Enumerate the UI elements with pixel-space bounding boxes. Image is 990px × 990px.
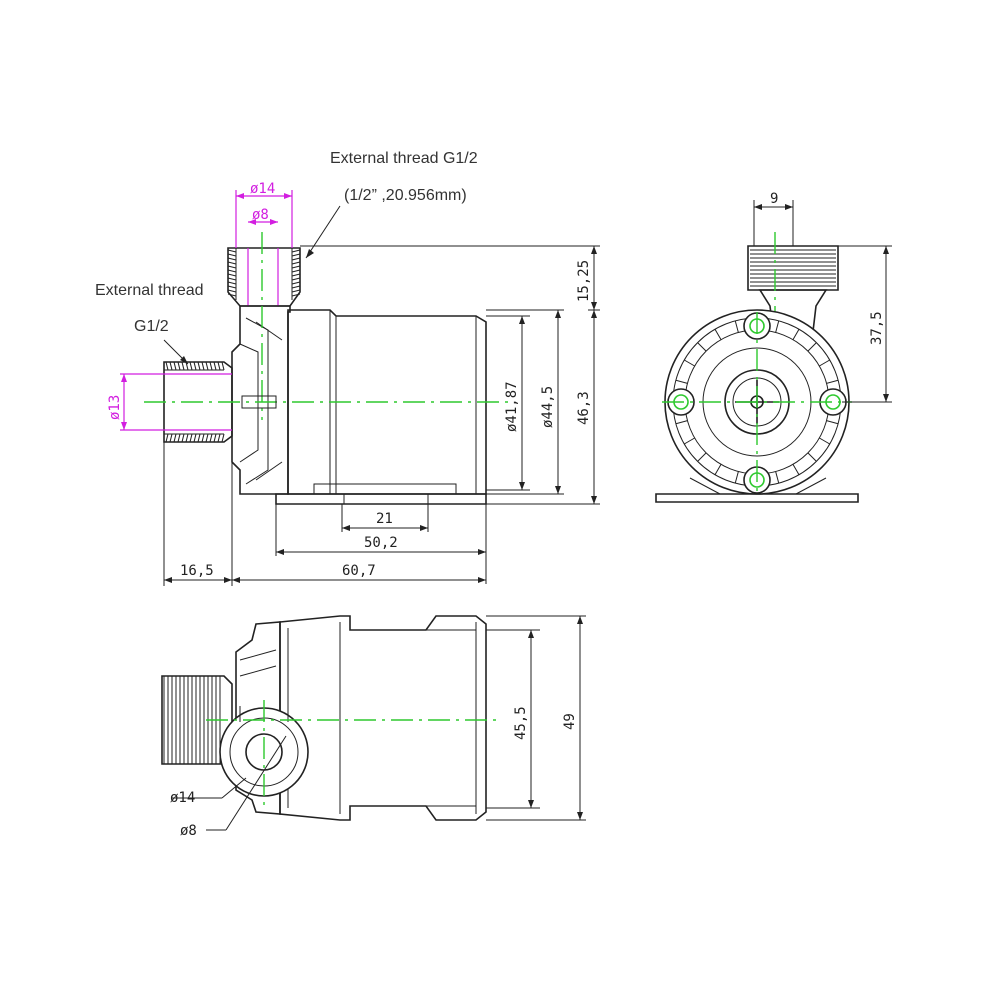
dim-d8-bottom: ø8: [180, 823, 197, 839]
thread-labels: External thread G1/2 (1/2” ,20.956mm) Ex…: [95, 150, 478, 365]
dim-h49: 49: [562, 713, 578, 730]
dim-d41-87: ø41,87: [504, 381, 520, 432]
dim-d14-top: ø14: [250, 181, 275, 197]
dim-d13-left: ø13: [107, 395, 123, 420]
dim-h46-3: 46,3: [576, 391, 592, 425]
label-ext-thread-top-sub: (1/2” ,20.956mm): [344, 187, 467, 204]
dim-d44-5: ø44,5: [540, 386, 556, 428]
dim-h37-5: 37,5: [869, 311, 885, 345]
top-view-dimensions: 45,5 49 ø14 ø8: [170, 615, 586, 839]
dim-w60-7: 60,7: [342, 563, 376, 579]
side-view-dimensions: ø14 ø8 ø13 ø41,87 ø44,5 46,3 15,25: [107, 181, 600, 586]
dim-h45-5: 45,5: [513, 706, 529, 740]
dim-d8-top: ø8: [252, 207, 269, 223]
label-ext-thread-left: External thread: [95, 282, 204, 299]
end-view: [655, 232, 859, 503]
dim-w50-2: 50,2: [364, 535, 398, 551]
dim-w16-5: 16,5: [180, 563, 214, 579]
dim-w9: 9: [770, 191, 778, 207]
label-ext-thread-left-sub: G1/2: [134, 318, 169, 335]
top-outlet-thread: [227, 247, 301, 307]
dim-d14-bottom: ø14: [170, 790, 195, 806]
dim-w21: 21: [376, 511, 393, 527]
top-view: [161, 615, 500, 821]
end-view-dimensions: 9 37,5: [753, 191, 892, 403]
left-inlet-thread: [120, 361, 233, 443]
label-ext-thread-top: External thread G1/2: [330, 150, 478, 167]
dim-h15-25: 15,25: [576, 260, 592, 302]
side-view: [120, 232, 510, 505]
